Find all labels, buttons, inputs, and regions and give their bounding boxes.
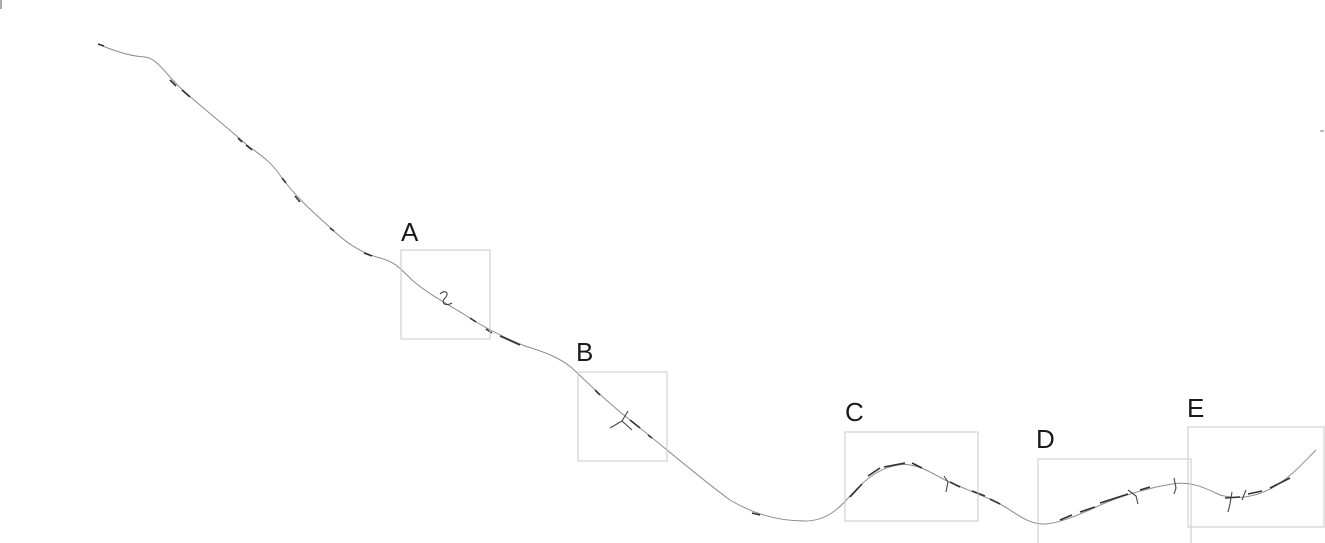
region-label-b: B (576, 337, 593, 367)
region-label-d: D (1036, 424, 1055, 454)
region-box-e (1187, 426, 1325, 528)
region-label-e: E (1187, 393, 1204, 423)
region-box-b (577, 371, 668, 462)
region-box-a (400, 249, 491, 340)
route-marks (97, 43, 1291, 521)
region-label-c: C (845, 397, 864, 427)
route-branches (439, 291, 1247, 513)
region-label-a: A (401, 217, 419, 247)
route-line (97, 43, 1317, 525)
region-box-d (1037, 458, 1192, 543)
region-box-c (844, 431, 979, 522)
